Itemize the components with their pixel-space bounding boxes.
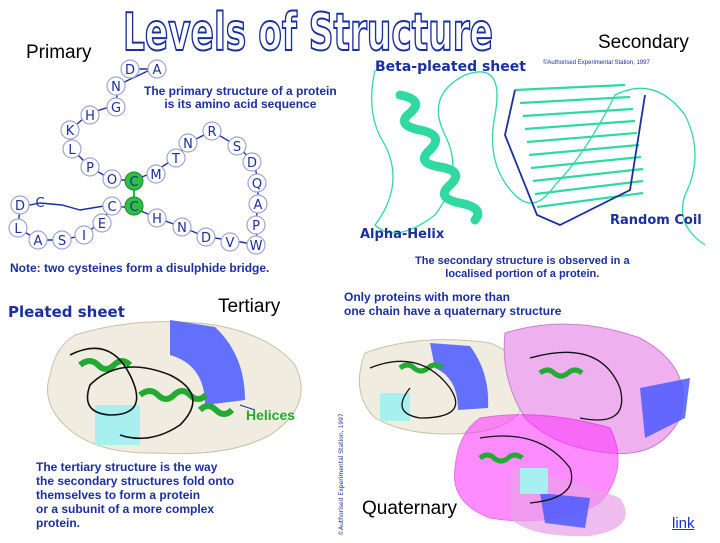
svg-text:Q: Q	[252, 177, 262, 192]
svg-text:G: G	[111, 101, 121, 116]
beta-label: Beta-pleated sheet	[375, 59, 526, 75]
label-tertiary: Tertiary	[218, 296, 281, 317]
pleated-sheet-label: Pleated sheet	[8, 303, 125, 321]
tertiary-illustration	[47, 320, 302, 455]
residue-letters: D A N G H K L P O C C M T N R S D Q A P …	[14, 63, 262, 254]
tertiary-caption: The tertiary structure is the way the se…	[36, 460, 235, 530]
svg-text:E: E	[98, 217, 106, 232]
svg-text:P: P	[86, 161, 94, 176]
svg-text:©Authorised Experimental Stati: ©Authorised Experimental Station, 1997	[338, 413, 345, 536]
svg-text:N: N	[111, 80, 121, 95]
svg-text:I: I	[82, 229, 86, 244]
primary-note: Note: two cysteines form a disulphide br…	[10, 261, 270, 275]
svg-text:A: A	[34, 234, 43, 249]
alpha-helix-label: Alpha-Helix	[360, 227, 445, 242]
title-text: Levels of Structure	[123, 3, 493, 60]
svg-text:D: D	[15, 199, 25, 214]
svg-text:K: K	[66, 124, 75, 139]
alpha-helix	[395, 90, 483, 225]
copyright-strip-svg: ©Authorised Experimental Station, 1997	[338, 413, 345, 536]
svg-text:C: C	[129, 200, 138, 215]
label-secondary: Secondary	[598, 32, 689, 53]
secondary-copyright: ©Authorised Experimental Station, 1997	[543, 60, 650, 66]
svg-text:W: W	[250, 239, 263, 254]
page-title: Levels of Structure	[122, 2, 494, 60]
svg-text:C: C	[129, 175, 138, 190]
svg-text:N: N	[183, 137, 193, 152]
label-primary: Primary	[26, 42, 92, 63]
label-quaternary: Quaternary	[362, 498, 458, 519]
svg-text:M: M	[150, 168, 161, 183]
svg-text:T: T	[171, 152, 180, 167]
quaternary-structure-panel: Only proteins with more than one chain h…	[340, 288, 720, 538]
residue-circles	[8, 59, 268, 255]
tertiary-sheet	[170, 320, 245, 405]
svg-text:V: V	[226, 236, 235, 251]
secondary-caption: The secondary structure is observed in a…	[415, 255, 630, 280]
helices-label: Helices	[246, 407, 296, 423]
svg-text:C: C	[107, 200, 116, 215]
primary-description: The primary structure of a protein is it…	[144, 84, 337, 111]
svg-text:H: H	[152, 212, 162, 227]
svg-text:R: R	[207, 125, 216, 140]
svg-text:C: C	[35, 196, 44, 211]
svg-text:D: D	[201, 231, 211, 246]
beta-pleated-sheet	[514, 83, 644, 209]
tertiary-copyright-strip: ©Authorised Experimental Station, 1997	[333, 388, 347, 538]
secondary-structure-illustration	[371, 69, 706, 246]
tertiary-cyan-block	[95, 405, 140, 445]
svg-text:L: L	[68, 143, 76, 158]
quaternary-caption: Only proteins with more than one chain h…	[344, 290, 562, 318]
link[interactable]: link	[672, 515, 695, 532]
quaternary-illustration	[358, 323, 690, 537]
random-coil-label: Random Coil	[610, 213, 702, 228]
svg-text:D: D	[247, 156, 257, 171]
svg-text:S: S	[58, 234, 66, 249]
svg-text:H: H	[85, 109, 95, 124]
svg-text:A: A	[153, 63, 162, 78]
secondary-structure-panel: Beta-pleated sheet ©Authorised Experimen…	[355, 55, 720, 285]
tertiary-structure-panel: Pleated sheet Helices The tertiary struc…	[0, 295, 350, 540]
amino-acid-chain: D A N G H K L P O C C M T N R S D Q A P …	[8, 59, 268, 255]
svg-text:O: O	[107, 173, 117, 188]
random-coil-backbone	[371, 69, 556, 234]
primary-structure-panel: The primary structure of a protein is it…	[0, 55, 360, 285]
svg-text:N: N	[177, 221, 187, 236]
svg-text:S: S	[233, 140, 241, 155]
svg-text:L: L	[14, 222, 22, 237]
svg-text:D: D	[125, 63, 135, 78]
svg-text:P: P	[252, 219, 260, 234]
svg-text:A: A	[254, 198, 263, 213]
tertiary-helices	[78, 358, 235, 417]
